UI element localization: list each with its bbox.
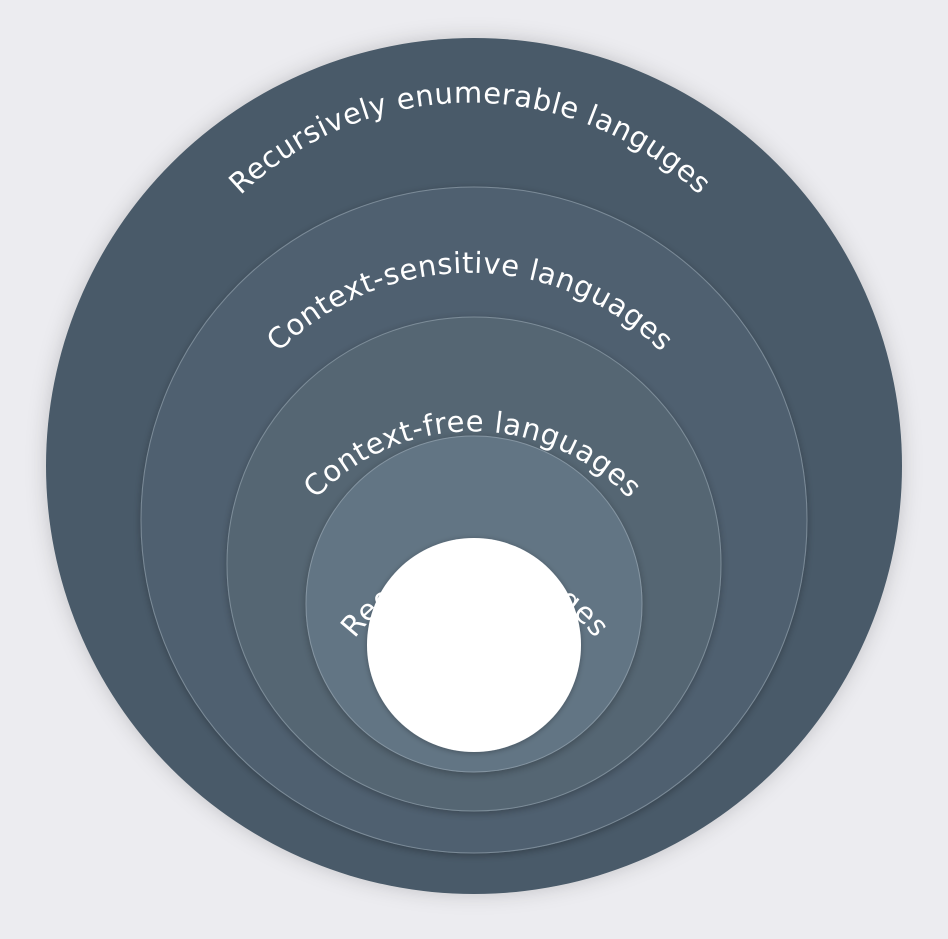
core-circle — [367, 538, 581, 752]
